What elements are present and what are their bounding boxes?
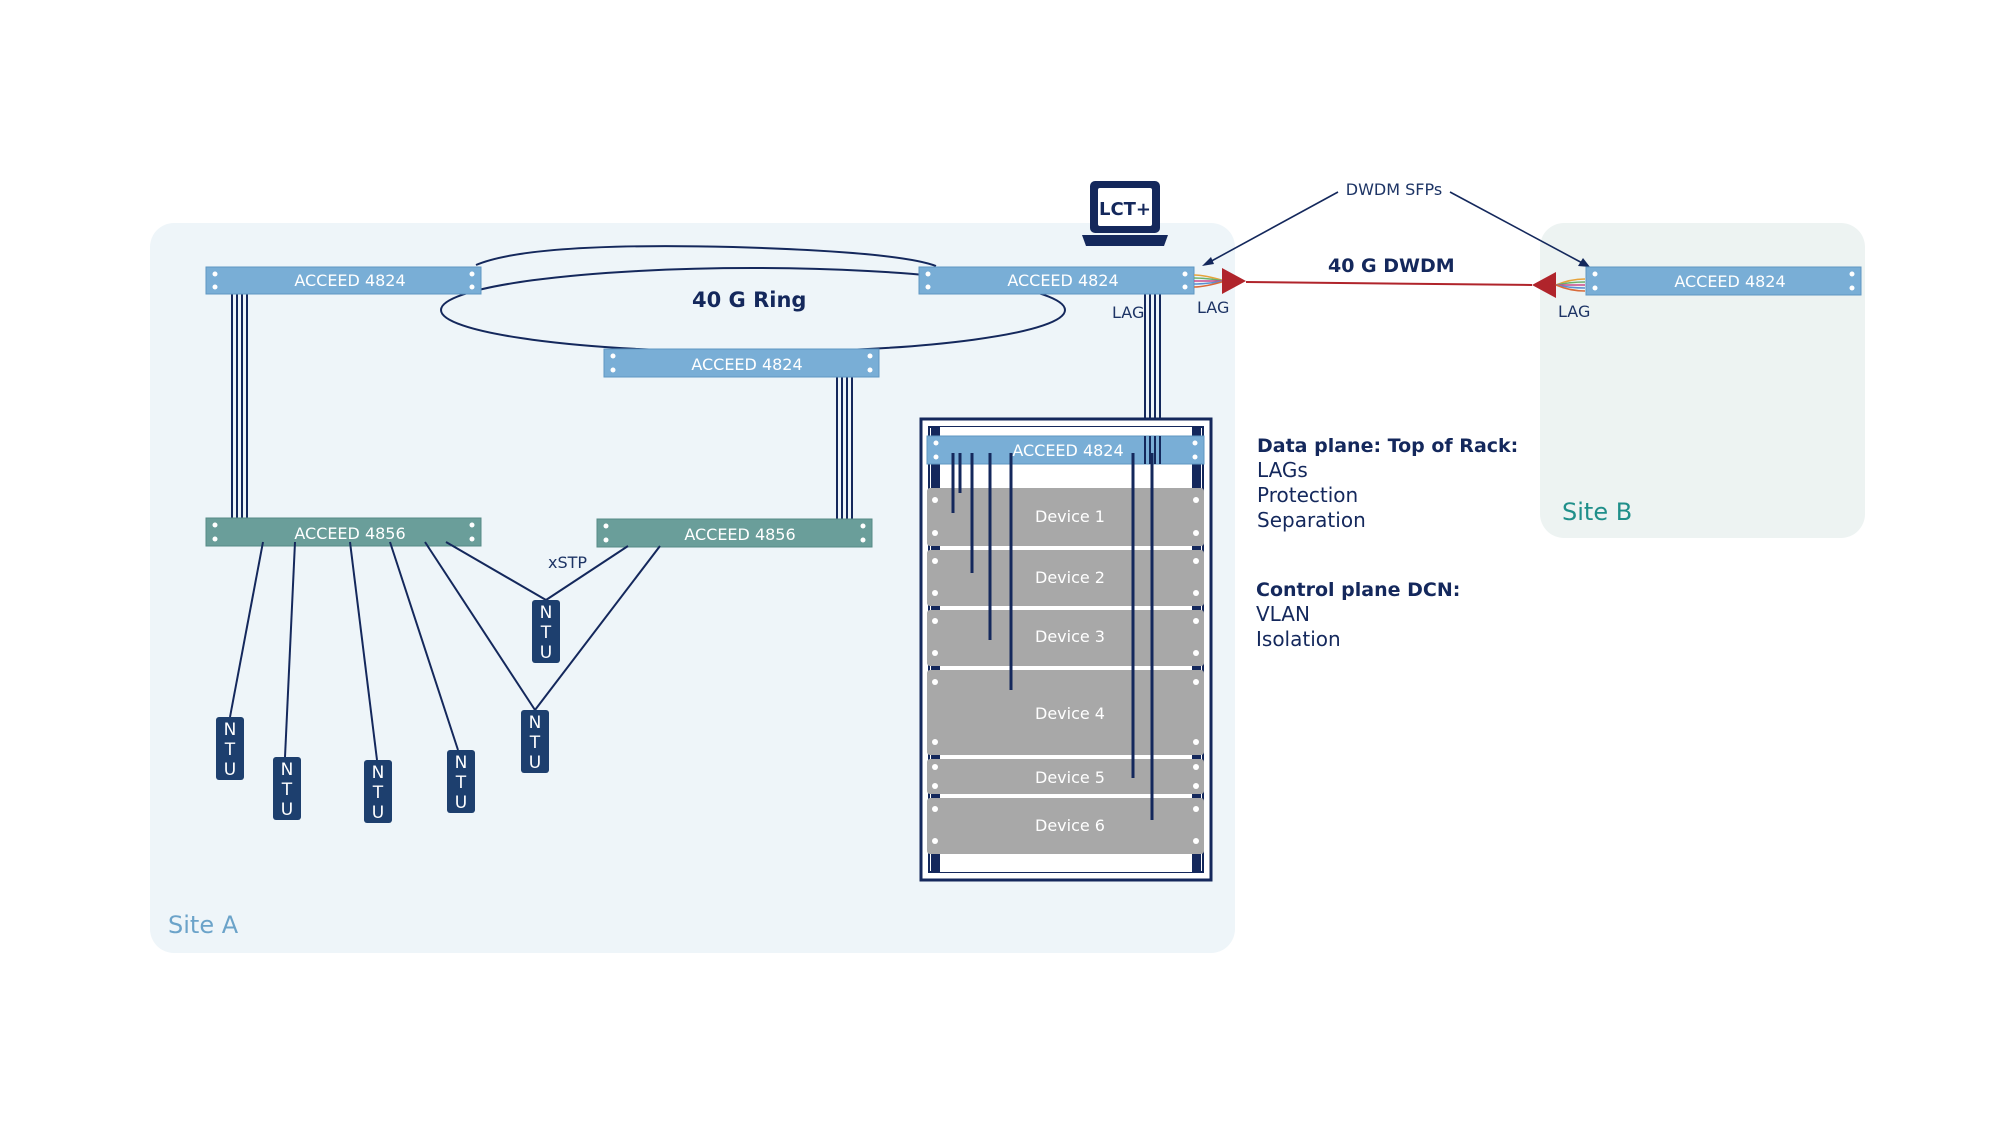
ntu-3[interactable]: N T U — [364, 760, 392, 823]
device-label: Device 1 — [1035, 507, 1105, 526]
switch-4824-site-b[interactable]: ACCEED 4824 — [1585, 266, 1862, 296]
info-control-plane: Control plane DCN: VLAN Isolation — [1256, 579, 1460, 651]
lct-laptop-icon[interactable]: LCT+ — [1082, 181, 1168, 246]
dwdm-fibers-a — [1193, 274, 1226, 288]
ntu-letter: N — [224, 720, 237, 740]
ntu-letter: U — [224, 760, 236, 780]
switch-4856-right[interactable]: ACCEED 4856 — [596, 518, 873, 548]
device-3: Device 3 — [927, 610, 1204, 666]
ntu-letter: T — [224, 740, 236, 760]
switch-label: ACCEED 4856 — [294, 524, 405, 543]
dwdm-fibers-b — [1555, 278, 1586, 292]
switch-label: ACCEED 4824 — [1012, 441, 1123, 460]
device-label: Device 5 — [1035, 768, 1105, 787]
ntu-6[interactable]: N T U — [532, 600, 560, 663]
dwdm-link — [1245, 281, 1533, 286]
ntu-letter: T — [455, 773, 467, 793]
ntu-links — [229, 541, 661, 761]
switch-4824-ring-right[interactable]: ACCEED 4824 — [918, 266, 1195, 295]
ntu-1[interactable]: N T U — [216, 717, 244, 780]
switch-4856-left[interactable]: ACCEED 4856 — [205, 517, 482, 547]
device-label: Device 3 — [1035, 627, 1105, 646]
control-plane-title: Control plane DCN: — [1256, 579, 1460, 601]
switch-label: ACCEED 4824 — [294, 271, 405, 290]
dwdm-sfps-label: DWDM SFPs — [1346, 180, 1442, 199]
ntu-letter: N — [372, 763, 385, 783]
ntu-letter: N — [281, 760, 294, 780]
info-data-plane: Data plane: Top of Rack: LAGs Protection… — [1257, 435, 1518, 532]
dwdm-mux-a — [1222, 268, 1246, 294]
control-plane-item: Isolation — [1256, 627, 1341, 651]
dwdm-sfps-arrows — [1205, 191, 1587, 266]
switch-4824-tor[interactable]: ACCEED 4824 — [926, 435, 1205, 465]
device-2: Device 2 — [927, 550, 1204, 606]
data-plane-item: Separation — [1257, 508, 1366, 532]
lag-label-rack: LAG — [1112, 303, 1144, 322]
device-5: Device 5 — [927, 759, 1204, 794]
ntu-letter: T — [529, 733, 541, 753]
ring-top-arc — [475, 245, 937, 267]
site-b-area — [1540, 223, 1865, 538]
rack-uplink-overlay — [1144, 436, 1161, 464]
ntu-4[interactable]: N T U — [447, 750, 475, 813]
data-plane-title: Data plane: Top of Rack: — [1257, 435, 1518, 457]
ntu-letter: U — [281, 800, 293, 820]
data-plane-item: Protection — [1257, 483, 1358, 507]
lag-label-dwdm-b: LAG — [1558, 302, 1590, 321]
xstp-label: xSTP — [548, 553, 587, 572]
device-label: Device 4 — [1035, 704, 1105, 723]
ntu-letter: T — [281, 780, 293, 800]
arrowhead-right — [1578, 258, 1590, 267]
device-label: Device 6 — [1035, 816, 1105, 835]
site-a-label: Site A — [168, 911, 239, 939]
ntu-letter: U — [455, 793, 467, 813]
ntu-letter: T — [540, 623, 552, 643]
ntu-5[interactable]: N T U — [521, 710, 549, 773]
ring-label: 40 G Ring — [692, 288, 806, 312]
ntu-letter: T — [372, 783, 384, 803]
switch-4824-left[interactable]: ACCEED 4824 — [205, 266, 482, 295]
ntu-letter: N — [455, 753, 468, 773]
device-label: Device 2 — [1035, 568, 1105, 587]
ntu-letter: U — [372, 803, 384, 823]
site-b-label: Site B — [1562, 498, 1632, 526]
control-plane-item: VLAN — [1256, 602, 1310, 626]
device-4: Device 4 — [927, 670, 1204, 755]
switch-label: ACCEED 4856 — [684, 525, 795, 544]
lag-bundle-left — [231, 294, 248, 518]
ntu-letter: U — [529, 753, 541, 773]
rack-cabling — [951, 453, 1154, 820]
arrowhead-left — [1202, 257, 1214, 266]
dwdm-label: 40 G DWDM — [1328, 255, 1455, 277]
lct-label: LCT+ — [1099, 199, 1151, 220]
rack-devices: Device 1 Device 2 Device 3 Device 4 Devi… — [927, 488, 1204, 854]
data-plane-item: LAGs — [1257, 458, 1308, 482]
switch-label: ACCEED 4824 — [691, 355, 802, 374]
switch-label: ACCEED 4824 — [1674, 272, 1785, 291]
device-1: Device 1 — [927, 488, 1204, 546]
switch-4824-ring-bottom[interactable]: ACCEED 4824 — [603, 348, 880, 378]
lag-bundle-middle — [836, 376, 853, 535]
ntu-letter: N — [529, 713, 542, 733]
ntu-2[interactable]: N T U — [273, 757, 301, 820]
device-6: Device 6 — [927, 798, 1204, 854]
switch-label: ACCEED 4824 — [1007, 271, 1118, 290]
lag-label-dwdm-a: LAG — [1197, 298, 1229, 317]
ntu-letter: U — [540, 643, 552, 663]
dwdm-mux-b — [1532, 272, 1556, 298]
ntu-letter: N — [540, 603, 553, 623]
